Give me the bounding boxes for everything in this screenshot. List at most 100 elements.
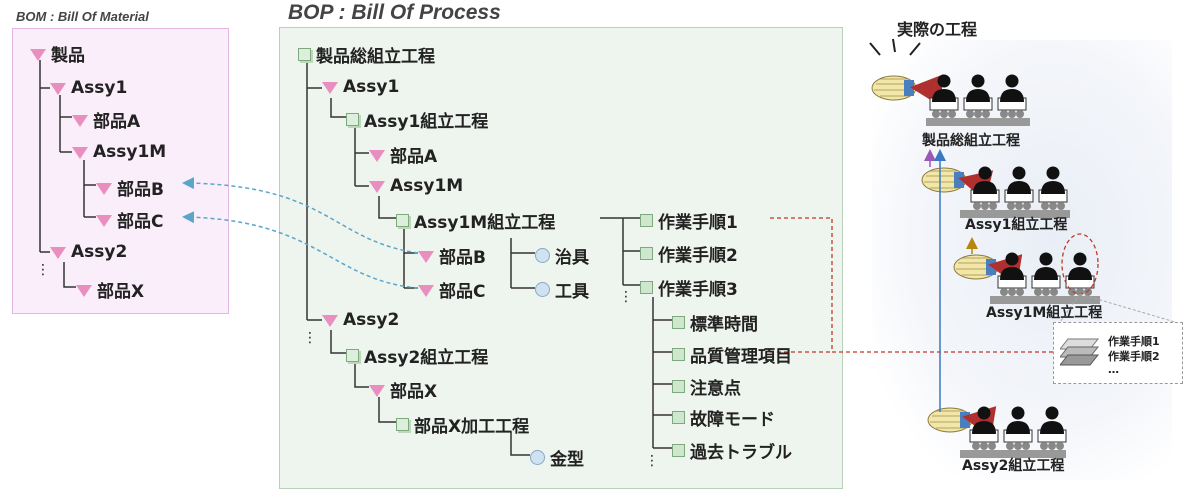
inverted-triangle-icon bbox=[50, 83, 66, 95]
bop-item-quality-items: 品質管理項目 bbox=[672, 342, 792, 367]
square-icon bbox=[640, 247, 653, 260]
square-icon bbox=[672, 348, 685, 361]
stacked-square-icon bbox=[396, 214, 409, 227]
bop-item-assy1: Assy1 bbox=[322, 77, 399, 97]
bop-ellipsis: ⋮ bbox=[303, 330, 317, 346]
bom-item-product: 製品 bbox=[30, 41, 85, 66]
square-icon bbox=[640, 214, 653, 227]
bom-item-assy1: Assy1 bbox=[50, 78, 127, 98]
inverted-triangle-icon bbox=[96, 214, 112, 227]
bop-item-step1: 作業手順1 bbox=[640, 208, 738, 233]
bop-item-label: 過去トラブル bbox=[690, 443, 792, 463]
square-icon bbox=[672, 411, 685, 424]
bop-ellipsis: ⋮ bbox=[645, 453, 659, 469]
inverted-triangle-icon bbox=[322, 82, 338, 94]
bop-item-part-b: 部品B bbox=[418, 243, 486, 268]
bom-item-label: Assy2 bbox=[71, 242, 128, 262]
circle-icon bbox=[535, 282, 550, 297]
bom-panel bbox=[12, 28, 229, 314]
bop-item-mold: 金型 bbox=[530, 445, 584, 470]
bop-item-label: 部品X bbox=[390, 382, 438, 402]
inverted-triangle-icon bbox=[76, 284, 92, 297]
bop-item-part-x-process: 部品X加工工程 bbox=[396, 412, 529, 437]
bop-item-label: Assy1M bbox=[390, 176, 464, 196]
bom-item-part-c: 部品C bbox=[96, 207, 163, 232]
bom-item-assy1m: Assy1M bbox=[72, 142, 166, 162]
station-label: 製品総組立工程 bbox=[922, 133, 1020, 149]
bop-item-assy1-process: Assy1組立工程 bbox=[346, 107, 488, 132]
square-icon bbox=[640, 281, 653, 294]
bom-item-assy2: Assy2 bbox=[50, 242, 127, 262]
stacked-sheets-icon bbox=[1060, 338, 1100, 366]
inverted-triangle-icon bbox=[418, 250, 434, 263]
inverted-triangle-icon bbox=[72, 114, 88, 127]
bop-item-label: 故障モード bbox=[690, 410, 775, 430]
bop-item-label: 工具 bbox=[555, 282, 589, 302]
bom-item-label: 製品 bbox=[51, 46, 85, 66]
bom-item-part-x: 部品X bbox=[76, 277, 144, 302]
bop-item-final-assembly: 製品総組立工程 bbox=[298, 42, 435, 67]
inverted-triangle-icon bbox=[369, 181, 385, 193]
bom-title: BOM : Bill Of Material bbox=[16, 9, 149, 24]
bop-item-assy2: Assy2 bbox=[322, 310, 399, 330]
bom-item-label: 部品X bbox=[97, 282, 145, 302]
bop-item-label: 部品A bbox=[390, 147, 438, 167]
bop-item-step3: 作業手順3 bbox=[640, 275, 738, 300]
circle-icon bbox=[530, 450, 545, 465]
station-assembly bbox=[869, 38, 1030, 126]
bop-item-assy2-process: Assy2組立工程 bbox=[346, 343, 488, 368]
bom-item-label: 部品A bbox=[93, 112, 141, 132]
bop-item-part-x: 部品X bbox=[369, 377, 437, 402]
bop-item-label: 作業手順1 bbox=[658, 213, 738, 233]
station-label: Assy1組立工程 bbox=[965, 217, 1068, 233]
bop-item-label: 部品C bbox=[439, 282, 486, 302]
bop-item-label: Assy1組立工程 bbox=[364, 112, 489, 132]
stacked-square-icon bbox=[298, 48, 311, 61]
bop-item-label: 作業手順2 bbox=[658, 246, 738, 266]
square-icon bbox=[672, 444, 685, 457]
station-label: Assy2組立工程 bbox=[962, 458, 1065, 474]
inverted-triangle-icon bbox=[96, 182, 112, 195]
inverted-triangle-icon bbox=[50, 247, 66, 259]
bom-item-label: 部品B bbox=[117, 180, 164, 200]
bop-item-label: 注意点 bbox=[690, 379, 741, 399]
bop-item-label: 製品総組立工程 bbox=[316, 47, 435, 67]
actual-title: 実際の工程 bbox=[897, 22, 978, 39]
bop-item-part-c: 部品C bbox=[418, 277, 485, 302]
station-assy1 bbox=[921, 166, 1070, 218]
bop-item-label: 作業手順3 bbox=[658, 280, 738, 300]
bop-item-label: 部品X加工工程 bbox=[414, 417, 530, 437]
bop-item-cautions: 注意点 bbox=[672, 374, 741, 399]
station-assy1m bbox=[953, 233, 1176, 323]
square-icon bbox=[672, 380, 685, 393]
bom-item-label: Assy1M bbox=[93, 142, 167, 162]
bop-item-step2: 作業手順2 bbox=[640, 241, 738, 266]
bop-item-label: Assy1 bbox=[343, 77, 400, 97]
bop-item-label: Assy1M組立工程 bbox=[414, 213, 556, 233]
bop-item-label: 標準時間 bbox=[690, 315, 758, 335]
bop-item-label: 部品B bbox=[439, 248, 486, 268]
station-label: Assy1M組立工程 bbox=[986, 305, 1103, 321]
popup-line: 作業手順1 bbox=[1108, 335, 1160, 348]
inverted-triangle-icon bbox=[369, 149, 385, 162]
bop-item-jig: 治具 bbox=[535, 243, 589, 268]
bom-item-label: 部品C bbox=[117, 212, 164, 232]
stacked-square-icon bbox=[396, 418, 409, 431]
popup-line: 作業手順2 bbox=[1108, 350, 1160, 363]
station-assy2 bbox=[927, 406, 1067, 458]
bop-item-assy1m: Assy1M bbox=[369, 176, 463, 196]
stacked-square-icon bbox=[346, 113, 359, 126]
bom-item-label: Assy1 bbox=[71, 78, 128, 98]
bom-ellipsis: ⋮ bbox=[36, 262, 50, 278]
bop-item-label: Assy2組立工程 bbox=[364, 348, 489, 368]
bop-item-label: 治具 bbox=[555, 248, 589, 268]
bop-item-label: 金型 bbox=[550, 450, 584, 470]
bop-item-part-a: 部品A bbox=[369, 142, 437, 167]
bop-item-label: Assy2 bbox=[343, 310, 400, 330]
bop-panel bbox=[279, 27, 843, 489]
bop-ellipsis: ⋮ bbox=[619, 289, 633, 305]
inverted-triangle-icon bbox=[369, 384, 385, 397]
bom-item-part-a: 部品A bbox=[72, 107, 140, 132]
bop-item-past-troubles: 過去トラブル bbox=[672, 438, 792, 463]
